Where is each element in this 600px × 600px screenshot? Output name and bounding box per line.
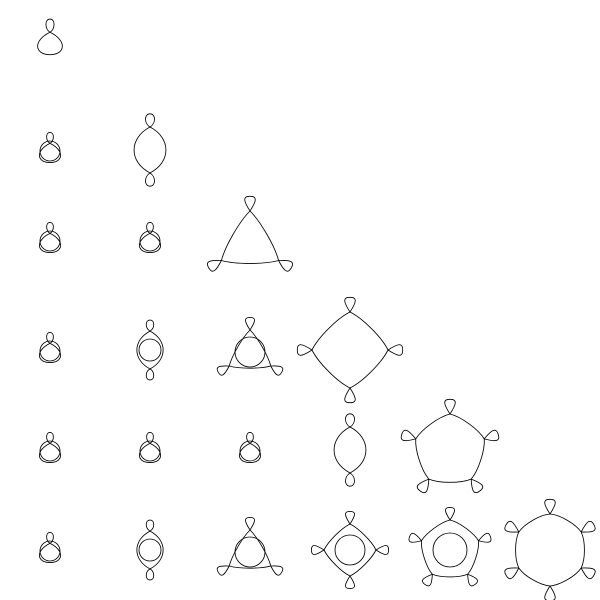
curve-r6-c3 (216, 516, 284, 576)
curve-r6-c4-inner (334, 534, 366, 566)
curve-r5-c4 (333, 413, 367, 487)
curve-r5-c3-inner (239, 440, 261, 462)
curve-r5-c5 (400, 398, 500, 494)
curve-r4-c1-inner (39, 340, 61, 362)
curve-r3-c2 (139, 221, 161, 254)
curve-r6-c5-inner (432, 532, 468, 568)
curve-r4-c4 (296, 296, 404, 404)
curve-r3-c1-inner (39, 230, 61, 252)
curve-r6-c1 (39, 531, 61, 564)
curve-r6-c4 (310, 510, 390, 590)
curve-r1-c1 (37, 18, 63, 56)
curve-r6-c5 (408, 506, 492, 587)
curve-r3-c3 (206, 195, 294, 272)
curve-r4-c3 (216, 316, 284, 376)
curve-r6-c1-inner (39, 540, 61, 562)
curve-r2-c1-inner (39, 140, 61, 162)
curve-r4-c3-inner (234, 336, 266, 368)
curve-r2-c2 (133, 113, 167, 187)
curve-r4-c1 (39, 331, 61, 364)
curve-r6-c6 (504, 498, 596, 600)
curve-r5-c2-inner (139, 440, 161, 462)
curve-r6-c2 (136, 519, 164, 581)
curve-r2-c1 (39, 131, 61, 164)
curve-r5-c1-inner (39, 440, 61, 462)
curve-r4-c2 (136, 319, 164, 381)
curve-r6-c3-inner (234, 536, 266, 568)
curve-layer (37, 18, 596, 600)
curve-r3-c1 (39, 221, 61, 254)
curve-r3-c2-inner (139, 230, 161, 252)
curve-r5-c1 (39, 431, 61, 464)
curve-r5-c2 (139, 431, 161, 464)
curve-r5-c3 (239, 431, 261, 464)
curve-r4-c2-inner (138, 338, 162, 362)
curve-r6-c2-inner (138, 538, 162, 562)
